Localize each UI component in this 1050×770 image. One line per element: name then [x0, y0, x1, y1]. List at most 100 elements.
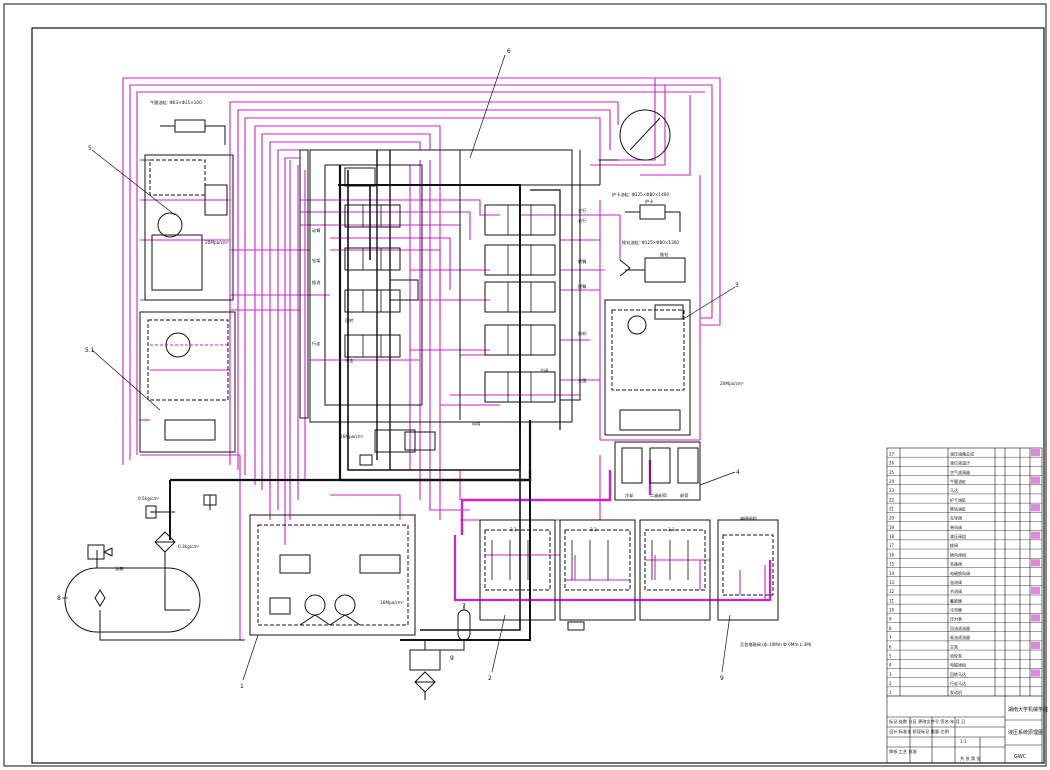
pressure-left: 20Mpa/cm²	[205, 240, 229, 245]
title-scale-value: 1:1	[960, 739, 967, 744]
parts-row-name: 吸油滤油器	[950, 634, 970, 640]
bottom-box-3: 2.3	[668, 527, 675, 532]
parts-row-number: 14	[889, 571, 895, 576]
valve-spools	[362, 205, 689, 580]
right-cylinder-tag: 护卡	[645, 198, 653, 205]
bottom-box-1: 2.1	[510, 527, 517, 532]
top-left-note: 牛腿油缸: Φ63×Φ35×100	[150, 99, 202, 106]
parts-row-number: 20	[889, 516, 895, 521]
parts-row-number: 18	[889, 534, 895, 539]
parts-row-number: 15	[889, 562, 895, 567]
callout-6: 6	[507, 48, 511, 55]
right-cylinder-note: 护卡油缸: Φ125×Φ80×1400	[612, 191, 669, 198]
parts-row-name: 节流阀	[950, 588, 962, 594]
parts-row-number: 16	[889, 552, 895, 557]
callout-3: 3	[735, 282, 739, 289]
parts-row-number: 7	[889, 635, 892, 640]
callout-2: 2	[488, 675, 492, 682]
mid-valve-1: 动臂	[312, 227, 320, 234]
right-cylinder2-note: 推钻油缸: Φ125×Φ80×1300	[622, 239, 679, 246]
parts-row-name: 液位液温计	[950, 460, 970, 466]
parts-row-number: 3	[889, 672, 892, 677]
parts-row-name: 护卡油缸	[950, 496, 966, 502]
title-approve-row: 审核 工艺 批准	[889, 748, 917, 755]
pressure-right: 20Mpa/cm²	[720, 381, 744, 386]
title-header-row: 标记 处数 分区 更改文件号 签名 年 月 日	[889, 718, 965, 725]
callout-7: 7	[462, 603, 466, 610]
parts-row-name: 回油滤油器	[950, 625, 970, 631]
parts-row-name: 单向阀	[950, 524, 962, 530]
parts-row-number: 24	[889, 479, 895, 484]
parts-row-name: 溢流阀	[950, 579, 962, 585]
title-block-text: 湖南大学机械学院 液压系统原理图 GWC 共 张 第 张 标记 处数 分区 更改…	[889, 706, 1048, 762]
parts-row-mark	[1031, 476, 1040, 484]
tank-pressure: 0.5kg/cm²	[138, 496, 160, 501]
title-sheet-info: 共 张 第 张	[960, 755, 982, 762]
parts-row-number: 27	[889, 451, 895, 456]
parts-row-name: 发动机	[950, 689, 962, 695]
bottom-valve-group: 电磁阀组	[740, 515, 757, 522]
parts-row-name: 液压油箱总成	[950, 450, 974, 456]
right-valve-5: 俯仰	[578, 330, 586, 337]
title-design-row: 设计 标准化 阶段标记 重量 比例	[889, 728, 949, 735]
tank-label: 油箱	[115, 565, 123, 572]
callout-1: 1	[240, 683, 244, 690]
callout-9b: 9	[720, 675, 724, 682]
annotations: 牛腿油缸: Φ63×Φ35×100 护卡油缸: Φ125×Φ80×1400 推钻…	[115, 99, 812, 648]
title-drawing-name: 液压系统原理图	[1008, 729, 1043, 736]
parts-row-name: 牛腿油缸	[950, 478, 966, 484]
parts-row-name: 主泵	[950, 643, 958, 649]
parts-row-number: 11	[889, 598, 895, 603]
parts-row-name: 空气滤清器	[950, 469, 970, 475]
parts-row-number: 22	[889, 497, 895, 502]
parts-row-number: 21	[889, 506, 895, 511]
callout-leaders	[62, 54, 736, 681]
parts-row-name: 蓄能器	[950, 597, 962, 603]
callouts: 6 5 5.1 3 8 7 9 4 1 2 9	[57, 48, 740, 690]
pressure-center: 16Mpa/cm²	[340, 434, 364, 439]
right-cylinder2-tag: 推钻	[660, 251, 668, 258]
center-tag-main: 主阀	[540, 367, 548, 374]
mid-valve-2: 钻架	[312, 257, 320, 264]
parts-row-name: 推钻油缸	[950, 505, 966, 511]
parts-row-name: 冷却器	[950, 607, 962, 613]
main-lines	[64, 109, 779, 700]
callout-9: 9	[450, 655, 454, 662]
parts-row-mark	[1031, 504, 1040, 512]
right-valve-4: 摆臂	[578, 283, 586, 290]
parts-row-number: 8	[889, 626, 892, 631]
parts-row-mark	[1031, 531, 1040, 539]
parts-row-name: 先导阀	[950, 515, 962, 521]
title-drawing-code: GWC	[1014, 754, 1027, 760]
callout-5-1: 5.1	[85, 347, 95, 354]
mid-valve-4: 回转	[345, 317, 353, 324]
parts-row-name: 马达	[950, 487, 958, 493]
parts-row-mark	[1031, 559, 1040, 567]
small-group-1: 冷却	[625, 492, 633, 499]
callout-8: 8	[57, 595, 61, 602]
parts-row-mark	[1031, 586, 1040, 594]
center-tag-fan: 风扇	[472, 420, 480, 427]
parts-row-number: 1	[889, 690, 892, 695]
parts-row-number: 4	[889, 663, 892, 668]
inner-frame	[31, 27, 1045, 764]
parts-row-name: 换向阀组	[950, 551, 966, 557]
parts-row-number: 25	[889, 470, 895, 475]
small-group-3: 卸荷	[680, 492, 688, 499]
parts-row-name: 减压阀组	[950, 533, 966, 539]
callout-4: 4	[736, 469, 740, 476]
callout-5: 5	[88, 145, 92, 152]
parts-row-name: 电磁换向阀	[950, 570, 970, 576]
parts-row-number: 12	[889, 589, 895, 594]
filter-pressure: 0.3kg/cm²	[178, 544, 200, 549]
parts-row-number: 9	[889, 617, 892, 622]
parts-row-name: 齿轮泵	[950, 652, 962, 658]
parts-row-number: 6	[889, 644, 892, 649]
bottom-note: 至各电磁阀 (ф 10Mm Ф 6Mm L:3M)	[740, 641, 812, 648]
parts-row-number: 23	[889, 488, 895, 493]
parts-row-mark	[1031, 614, 1040, 622]
mid-valve-3: 推进	[312, 279, 321, 286]
parts-row-name: 多路阀	[950, 561, 962, 567]
right-valve-6: 支腿	[578, 377, 587, 384]
